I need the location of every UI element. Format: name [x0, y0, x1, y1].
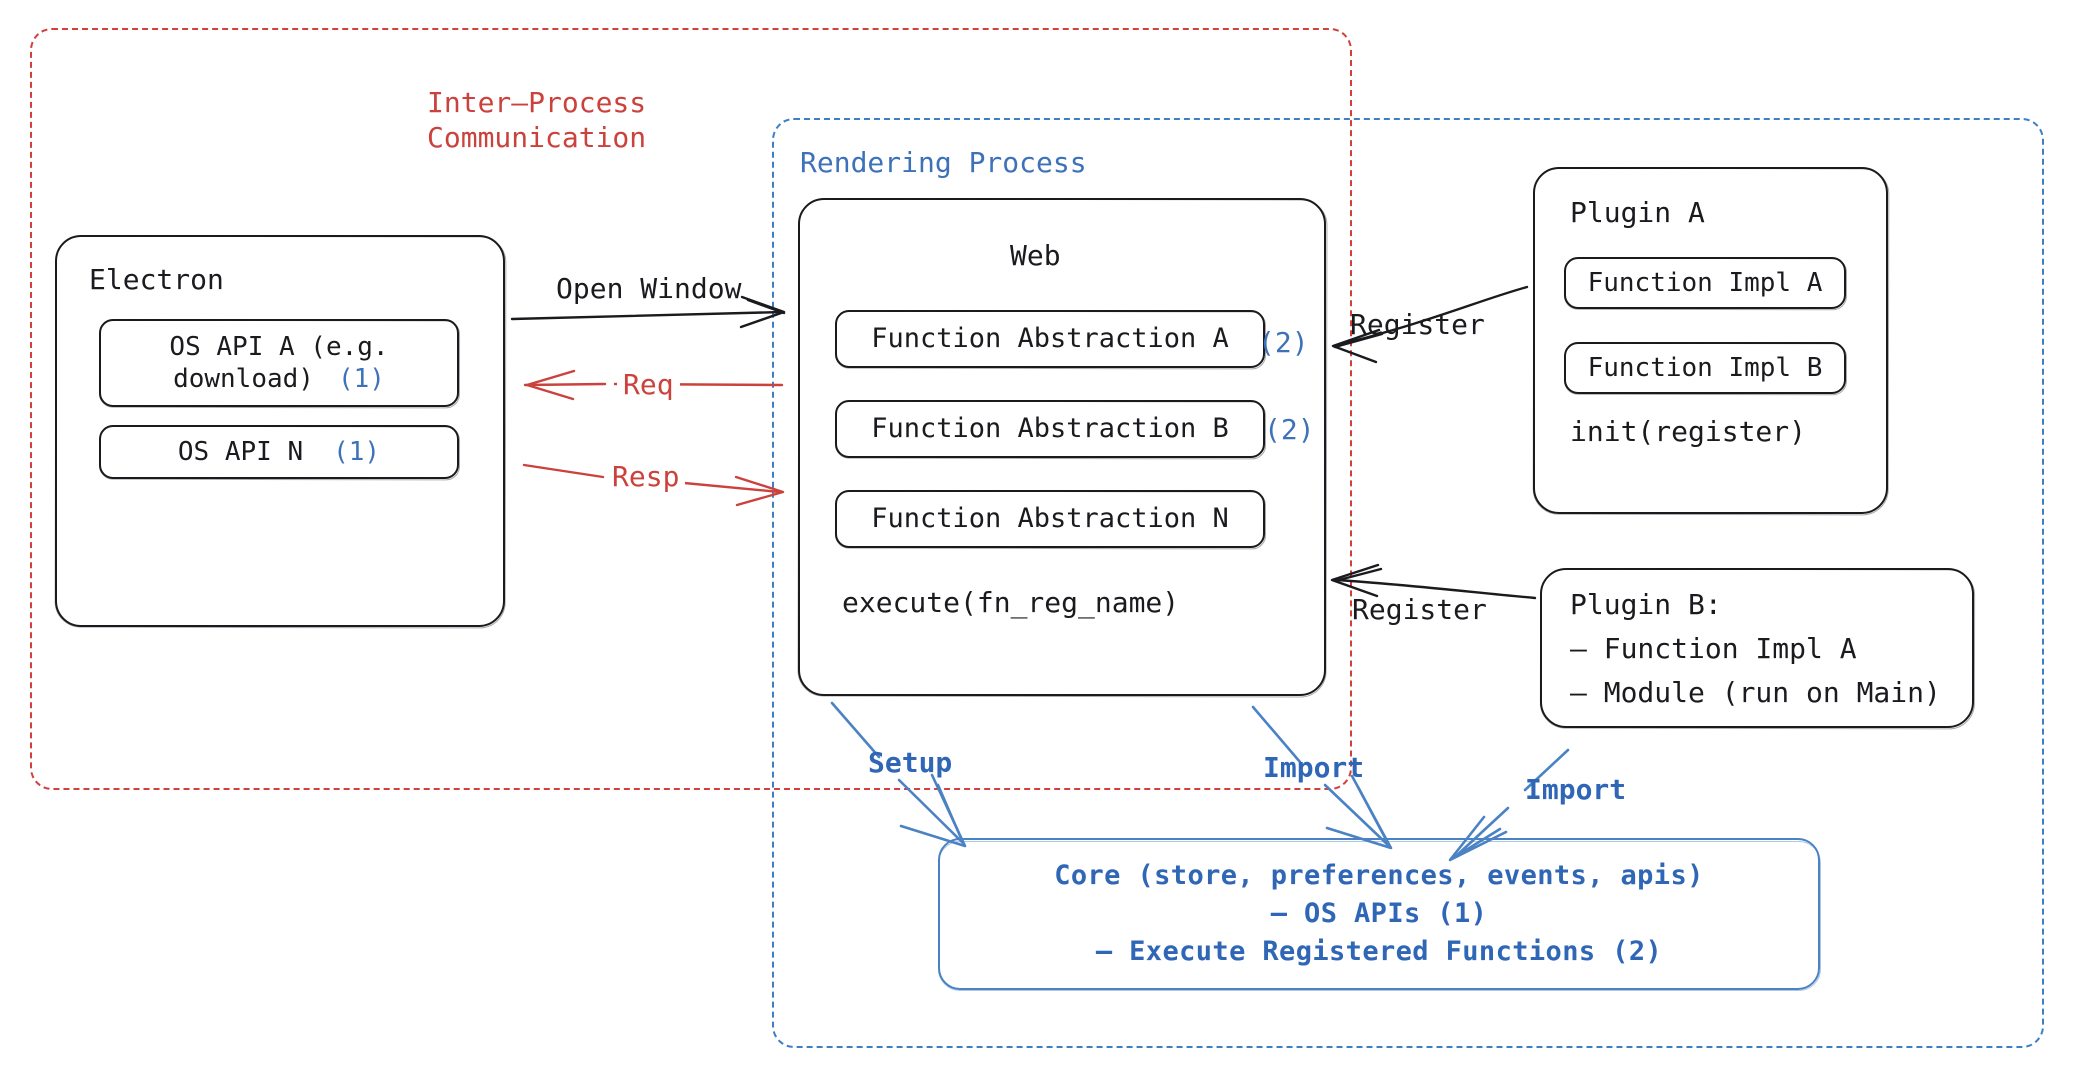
plugin-b-line-1: – Function Impl A [1570, 632, 1857, 665]
plugin-b-line-2: – Module (run on Main) [1570, 676, 1941, 709]
ipc-group-label-line1: Inter–Process [427, 86, 647, 119]
rendering-process-label: Rendering Process [800, 146, 1087, 179]
group-rendering-process [772, 118, 2044, 1048]
os-api-n-label: OS API N [177, 436, 304, 467]
function-abstraction-a-label: Function Abstraction A [871, 323, 1229, 355]
function-abstraction-a-box: Function Abstraction A [835, 310, 1265, 368]
function-abstraction-b-badge: (2) [1264, 413, 1315, 446]
function-abstraction-n-box: Function Abstraction N [835, 490, 1265, 548]
electron-title: Electron [89, 263, 224, 296]
plugin-a-box: Plugin A Function Impl A Function Impl B… [1533, 167, 1888, 514]
os-api-a-line1: OS API A (e.g. [169, 331, 389, 362]
web-title: Web [1010, 239, 1061, 272]
arrow-label-import-web: Import [1263, 751, 1365, 784]
arrow-label-req: Req [617, 367, 680, 404]
os-api-a-badge: (1) [337, 364, 385, 394]
function-abstraction-a-badge: (2) [1258, 326, 1309, 359]
web-box: Web Function Abstraction A Function Abst… [798, 198, 1326, 696]
os-api-a-line2: download) [173, 364, 314, 394]
os-api-a-box: OS API A (e.g. download) (1) [99, 319, 459, 407]
core-line-2: – OS APIs (1) [1270, 897, 1488, 929]
web-footer-execute: execute(fn_reg_name) [842, 586, 1180, 619]
group-inter-process-communication [30, 28, 1352, 790]
arrow-label-open-window: Open Window [556, 272, 742, 305]
plugin-a-function-impl-b-label: Function Impl B [1587, 352, 1823, 383]
arrow-label-register-plugin-b: Register [1352, 593, 1487, 626]
arrow-label-register-plugin-a: Register [1350, 308, 1485, 341]
plugin-a-function-impl-a-label: Function Impl A [1587, 267, 1823, 298]
arrow-label-import-plugin-b: Import [1525, 773, 1627, 806]
electron-box: Electron OS API A (e.g. download) (1) OS … [55, 235, 505, 627]
plugin-a-function-impl-b-box: Function Impl B [1564, 342, 1846, 394]
arrow-label-setup: Setup [868, 746, 953, 779]
plugin-a-title: Plugin A [1570, 196, 1705, 229]
plugin-b-title: Plugin B: [1570, 588, 1722, 621]
ipc-group-label-line2: Communication [427, 121, 647, 154]
os-api-n-badge: (1) [333, 436, 381, 467]
plugin-b-box: Plugin B: – Function Impl A – Module (ru… [1540, 568, 1974, 728]
function-abstraction-n-label: Function Abstraction N [871, 503, 1229, 535]
plugin-a-function-impl-a-box: Function Impl A [1564, 257, 1846, 309]
function-abstraction-b-box: Function Abstraction B [835, 400, 1265, 458]
core-line-3: – Execute Registered Functions (2) [1095, 936, 1663, 968]
os-api-n-box: OS API N (1) [99, 425, 459, 479]
function-abstraction-b-label: Function Abstraction B [871, 413, 1229, 445]
arrow-label-resp: Resp [606, 459, 686, 496]
core-line-1: Core (store, preferences, events, apis) [1054, 859, 1704, 891]
core-box: Core (store, preferences, events, apis) … [938, 838, 1821, 991]
plugin-a-footer-init: init(register) [1570, 415, 1807, 448]
